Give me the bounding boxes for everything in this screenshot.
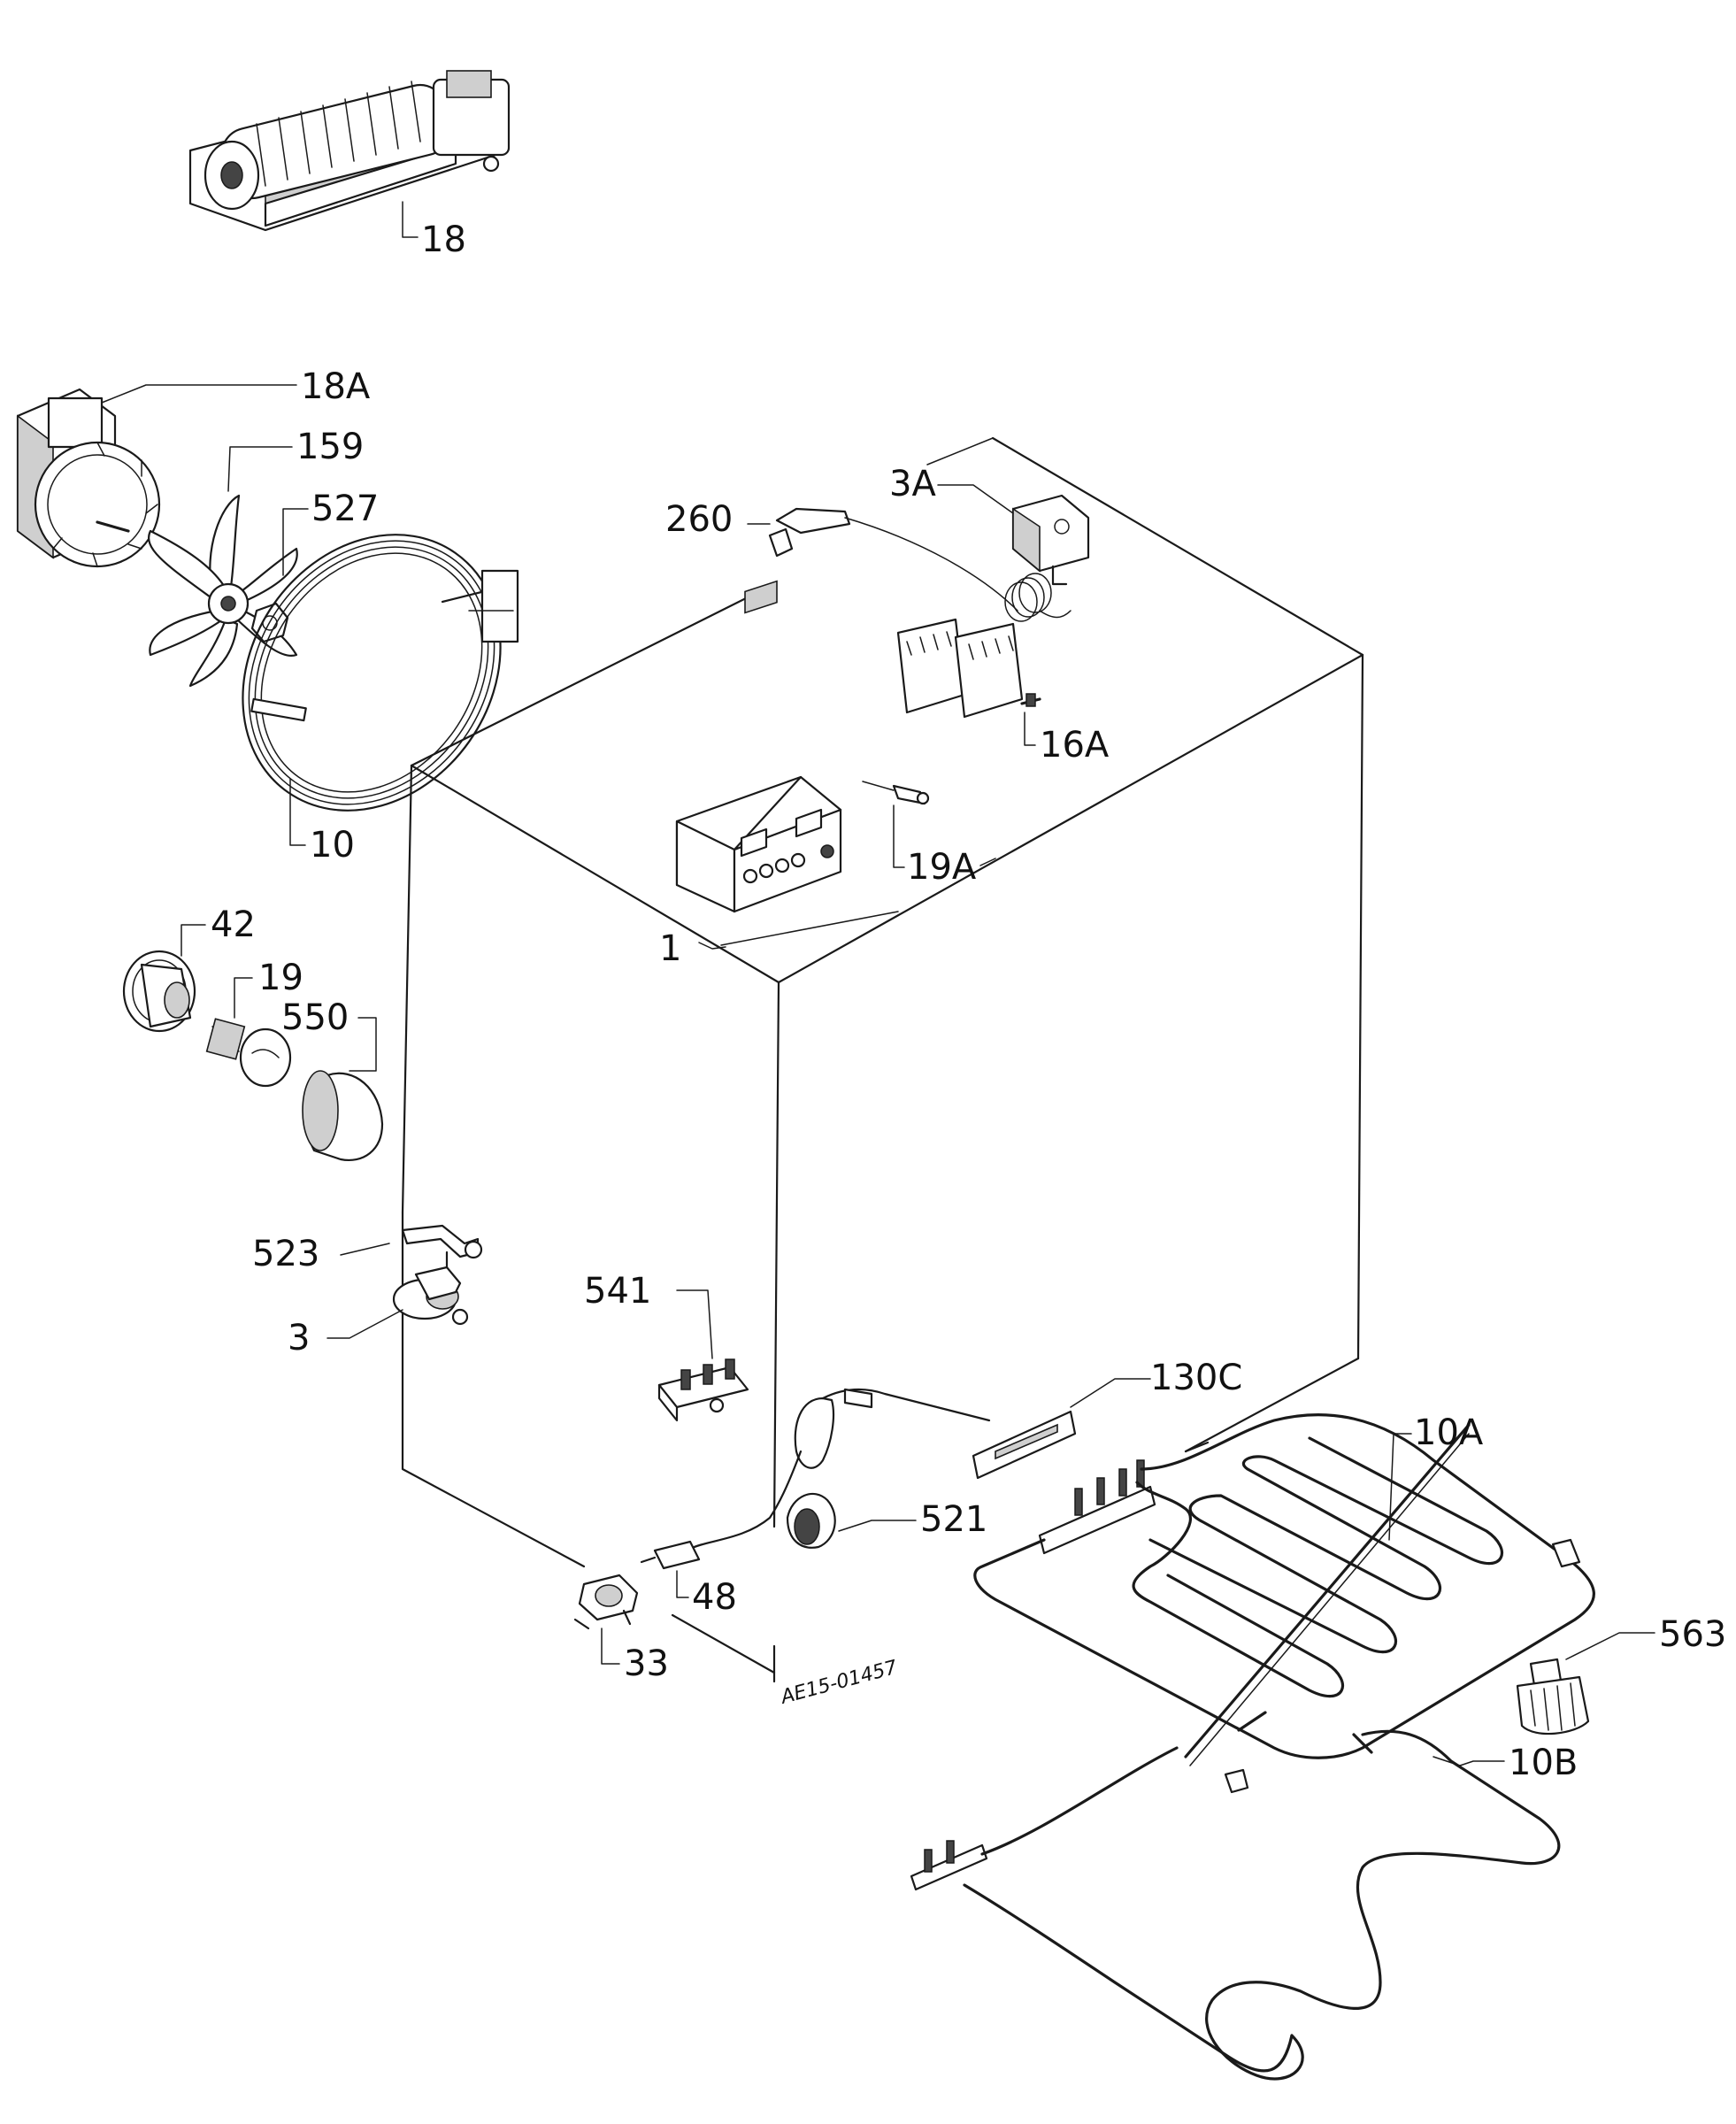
leader-521 (838, 1520, 917, 1532)
label-527: 527 (311, 489, 379, 529)
leader-523 (340, 1243, 390, 1256)
leader-159 (227, 446, 293, 492)
label-3: 3 (288, 1318, 310, 1358)
part-159-fan-blade (148, 494, 298, 688)
part-260-sensor (768, 507, 1018, 612)
label-541: 541 (584, 1271, 651, 1312)
leader-16A (1024, 712, 1036, 746)
leader-3A (937, 484, 1014, 514)
leader-19 (234, 977, 253, 1019)
label-550: 550 (281, 997, 349, 1038)
part-10B-bottom-element (910, 1729, 1561, 2081)
label-3A: 3A (889, 464, 936, 504)
leader-18 (402, 201, 419, 238)
leader-10B (1433, 1756, 1505, 1766)
leader-1 (698, 942, 726, 950)
part-523-bracket (401, 1224, 483, 1259)
label-523: 523 (252, 1234, 319, 1274)
label-19A: 19A (907, 847, 977, 888)
label-563: 563 (1659, 1614, 1726, 1655)
part-33-thermal-cutout (573, 1574, 639, 1630)
label-33: 33 (624, 1643, 669, 1684)
label-10B: 10B (1509, 1743, 1578, 1783)
part-42-lamp-holder (122, 950, 196, 1033)
part-18-tangential-fan (188, 70, 511, 232)
label-19: 19 (258, 958, 303, 998)
part-1-programmer (675, 580, 842, 913)
label-1: 1 (659, 928, 681, 969)
label-521: 521 (920, 1499, 987, 1540)
oven-cabinet (401, 436, 1364, 1683)
leader-19A (893, 804, 905, 868)
leader-48 (676, 1570, 689, 1598)
part-19A-probe (862, 781, 930, 805)
label-18A: 18A (301, 366, 371, 407)
part-18A-fan-motor (16, 388, 161, 568)
leader-130C (1070, 1378, 1151, 1408)
part-130C-gasket (972, 1410, 1077, 1480)
leader-527 (282, 508, 309, 576)
leader-42 (181, 924, 206, 957)
part-3A-thermostat (1004, 494, 1090, 622)
label-16A: 16A (1040, 725, 1110, 766)
part-521-socket-cover (786, 1492, 836, 1549)
part-16A-selector-switch (896, 618, 1041, 719)
label-130C: 130C (1150, 1358, 1242, 1398)
leader-563 (1565, 1632, 1655, 1660)
drawing-code: AE15-01457 (777, 1657, 900, 1710)
part-10-circular-element (242, 534, 519, 812)
leader-3 (326, 1309, 403, 1339)
part-541-terminal-block (657, 1358, 749, 1422)
label-260: 260 (665, 499, 733, 540)
label-159: 159 (296, 427, 364, 467)
part-19-lamp (205, 1018, 292, 1088)
leader-550 (349, 1017, 377, 1072)
part-3-safety-thermostat (392, 1251, 469, 1326)
label-48: 48 (692, 1577, 737, 1618)
leader-18A (101, 384, 297, 404)
part-48-probe-socket (640, 1388, 991, 1570)
leader-541 (676, 1289, 713, 1359)
part-563-plug (1516, 1658, 1590, 1735)
part-10A-grill-element (973, 1413, 1595, 1794)
label-42: 42 (211, 904, 256, 945)
leader-33 (601, 1628, 620, 1665)
part-550-lamp-cover (302, 1070, 384, 1162)
label-18: 18 (421, 219, 466, 260)
leader-10 (289, 778, 306, 846)
label-10A: 10A (1414, 1412, 1484, 1453)
label-10: 10 (310, 825, 355, 866)
leader-10A (1388, 1433, 1412, 1541)
